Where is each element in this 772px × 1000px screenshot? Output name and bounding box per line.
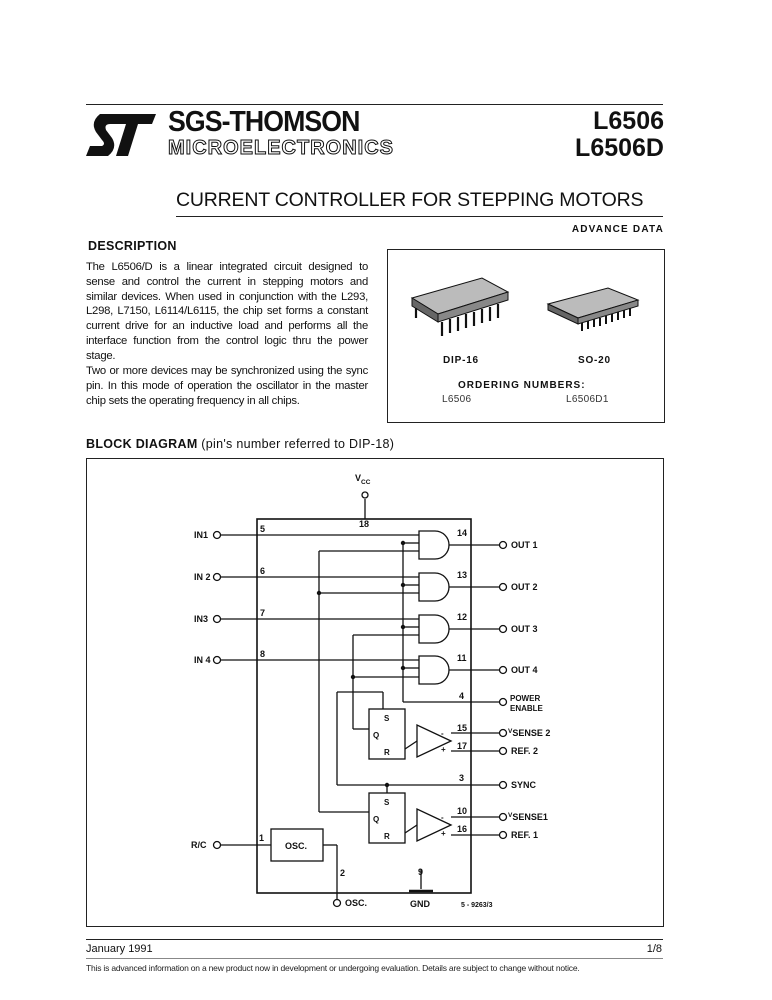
ff1-r: R (384, 832, 390, 841)
comp2-minus: - (441, 729, 444, 738)
block-diagram: VCC 18 IN1 5 IN 2 6 IN3 7 IN 4 8 OUT 1 1… (191, 473, 550, 909)
company-name: SGS-THOMSON (168, 106, 360, 138)
osc-block-label: OSC. (285, 841, 307, 851)
ff1-s: S (384, 798, 390, 807)
out3-pin: 12 (457, 612, 467, 622)
so-package-image (546, 287, 640, 331)
document-title: CURRENT CONTROLLER FOR STEPPING MOTORS (176, 189, 644, 211)
ref1-pin: 16 (457, 824, 467, 834)
out4-label: OUT 4 (511, 665, 538, 675)
in1-label: IN1 (194, 530, 208, 540)
out1-pin: 14 (457, 528, 467, 538)
dip-package-image (410, 277, 510, 336)
sync-label: SYNC (511, 780, 537, 790)
sense1-pin: 10 (457, 806, 467, 816)
gnd-label: GND (410, 899, 431, 909)
footer-note-rule (86, 958, 663, 959)
so-label: SO-20 (578, 355, 611, 366)
sync-pin: 3 (459, 773, 464, 783)
ff1-q: Q (373, 815, 379, 824)
footer-page: 1/8 (646, 943, 662, 955)
power-enable-label-2: ENABLE (510, 704, 544, 713)
gnd-pin: 9 (418, 867, 423, 877)
header-top-rule (86, 104, 663, 105)
vcc-label: VCC (355, 473, 371, 486)
block-diagram-box: VCC 18 IN1 5 IN 2 6 IN3 7 IN 4 8 OUT 1 1… (86, 458, 664, 927)
package-box: DIP-16 SO-20 ORDERING NUMBERS: L6506 L65… (387, 249, 665, 423)
ff2-q: Q (373, 731, 379, 740)
osc-pin-label: OSC. (345, 898, 367, 908)
in2-pin: 6 (260, 566, 265, 576)
status-label: ADVANCE DATA (571, 224, 664, 235)
osc-pin-number: 2 (340, 868, 345, 878)
out2-label: OUT 2 (511, 582, 538, 592)
ff2-s: S (384, 714, 390, 723)
rc-pin: 1 (259, 833, 264, 843)
st-logo (86, 114, 156, 156)
drawing-code: 5 - 9263/3 (461, 902, 493, 909)
rc-label: R/C (191, 840, 207, 850)
title-rule (176, 216, 663, 217)
in1-pin: 5 (260, 524, 265, 534)
sense1-label: VSENSE1 (508, 812, 548, 822)
ref2-pin: 17 (457, 741, 467, 751)
part-number-2: L6506D (575, 134, 664, 162)
chip-outline (256, 518, 472, 894)
ordering-number-1: L6506 (442, 394, 472, 405)
ff2-r: R (384, 748, 390, 757)
out1-label: OUT 1 (511, 540, 538, 550)
footer-note: This is advanced information on a new pr… (86, 963, 580, 973)
footer-rule (86, 939, 663, 940)
ref2-label: REF. 2 (511, 746, 538, 756)
ordering-heading: ORDERING NUMBERS: (458, 380, 586, 391)
out3-label: OUT 3 (511, 624, 538, 634)
description-heading: DESCRIPTION (88, 239, 177, 253)
ordering-number-2: L6506D1 (566, 394, 609, 405)
comp1-minus: - (441, 813, 444, 822)
description-paragraph-1: The L6506/D is a linear integrated circu… (86, 261, 368, 362)
in4-label: IN 4 (194, 655, 211, 665)
out2-pin: 13 (457, 570, 467, 580)
sense2-label: VSENSE 2 (508, 728, 550, 738)
in4-pin: 8 (260, 649, 265, 659)
company-division: MICROELECTRONICS (168, 137, 394, 160)
power-enable-label-1: POWER (510, 694, 540, 703)
part-number-1: L6506 (593, 107, 664, 135)
ref1-label: REF. 1 (511, 830, 538, 840)
vcc-pin: 18 (359, 519, 369, 529)
footer-date: January 1991 (86, 943, 153, 955)
comp1-plus: + (441, 829, 446, 838)
sense2-pin: 15 (457, 723, 467, 733)
description-paragraph-2: Two or more devices may be synchronized … (86, 365, 368, 407)
power-enable-pin: 4 (459, 691, 464, 701)
in3-label: IN3 (194, 614, 208, 624)
comp2-plus: + (441, 745, 446, 754)
dip-label: DIP-16 (443, 355, 479, 366)
in2-label: IN 2 (194, 572, 211, 582)
block-diagram-title: BLOCK DIAGRAM (pin's number referred to … (86, 437, 395, 451)
out4-pin: 11 (457, 653, 467, 663)
in3-pin: 7 (260, 608, 265, 618)
